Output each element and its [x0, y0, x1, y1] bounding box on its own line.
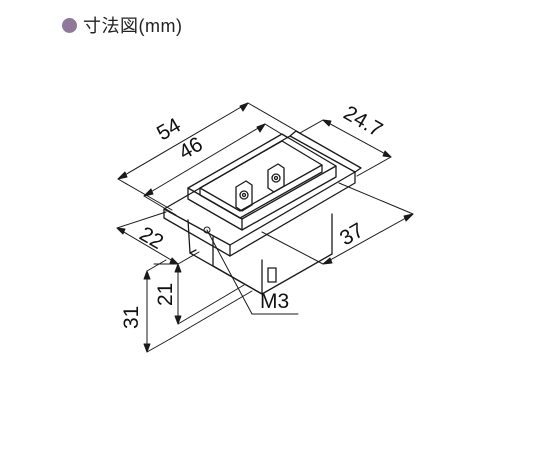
dim-21-label: 21: [154, 283, 177, 306]
dim-46-label: 46: [175, 133, 207, 165]
dim-24-7-label: 24.7: [340, 101, 387, 141]
dim-37-lines: [261, 182, 414, 265]
dim-22-label: 22: [136, 222, 168, 254]
dim-37-label: 37: [336, 219, 368, 251]
dim-21-31-lines: [143, 259, 253, 353]
dim-22-lines: [116, 211, 200, 265]
m3-leader: [203, 226, 299, 315]
part-body: [163, 130, 362, 295]
dim-31-label: 31: [120, 306, 143, 329]
m3-label: M3: [260, 290, 289, 313]
dim-24-7-lines: [299, 119, 392, 177]
bullet-icon: [62, 17, 77, 33]
page-title: 寸法図(mm): [83, 16, 183, 36]
dim-46-lines: [143, 123, 289, 216]
header: 寸法図(mm): [62, 13, 182, 37]
dim-54-lines: [117, 102, 301, 211]
